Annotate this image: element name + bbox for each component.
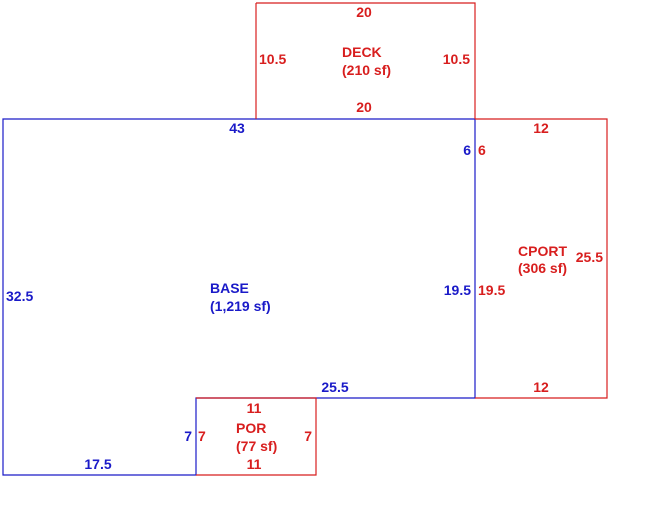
base-area: (1,219 sf) [210,298,271,314]
cport-dim-left-lower: 19.5 [478,282,505,298]
por-outline[interactable] [196,397,317,476]
cport-area: (306 sf) [518,260,567,276]
por-dim-left: 7 [198,428,206,444]
base-dim-bottom-right: 25.5 [321,379,348,395]
por-dim-right: 7 [304,428,312,444]
base-dim-left: 32.5 [6,288,33,304]
por-area: (77 sf) [236,438,277,454]
cport-outline[interactable] [475,118,608,399]
base-dim-right-upper: 6 [463,142,471,158]
base-dim-notch: 7 [184,428,192,444]
cport-dim-left-upper: 6 [478,142,486,158]
deck-outline[interactable] [255,2,476,119]
cport-dim-right: 25.5 [576,249,603,265]
deck-dim-left: 10.5 [259,51,286,67]
deck-dim-top: 20 [356,4,372,20]
deck-area: (210 sf) [342,62,391,78]
deck-name: DECK [342,44,382,60]
por-name: POR [236,420,266,436]
por-dim-bottom: 11 [247,456,262,472]
por-dim-top: 11 [247,400,262,416]
cport-name: CPORT [518,243,567,259]
base-dim-bottom-left: 17.5 [84,456,111,472]
cport-dim-top: 12 [533,120,549,136]
base-dim-right-lower: 19.5 [444,282,471,298]
deck-dim-right: 10.5 [443,51,470,67]
base-dim-top: 43 [229,120,245,136]
deck-dim-bottom: 20 [356,99,372,115]
cport-dim-bottom: 12 [533,379,549,395]
base-name: BASE [210,280,249,296]
